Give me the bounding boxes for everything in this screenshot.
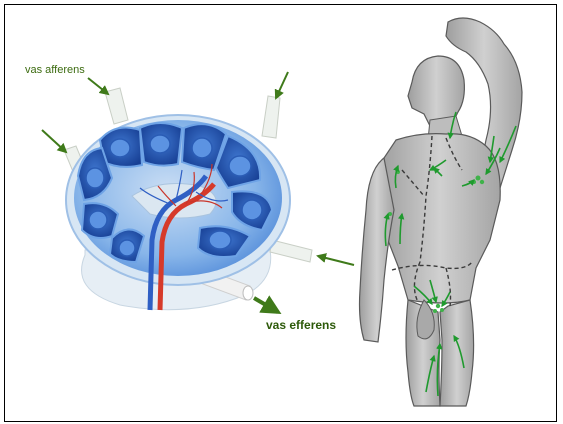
vas-afferens-label: vas afferens [25,64,85,76]
efferent-arrow-icon [254,298,278,312]
afferent-vessel [262,96,280,138]
lymph-node-illustration [64,88,312,310]
afferent-arrow-icon [276,72,288,98]
human-body-illustration [360,18,523,406]
vas-efferens-label: vas efferens [266,318,336,332]
afferent-arrow-icon [318,256,354,265]
afferent-arrow-icon [42,130,66,152]
afferent-arrow-icon [88,78,108,94]
afferent-vessel [270,240,312,262]
